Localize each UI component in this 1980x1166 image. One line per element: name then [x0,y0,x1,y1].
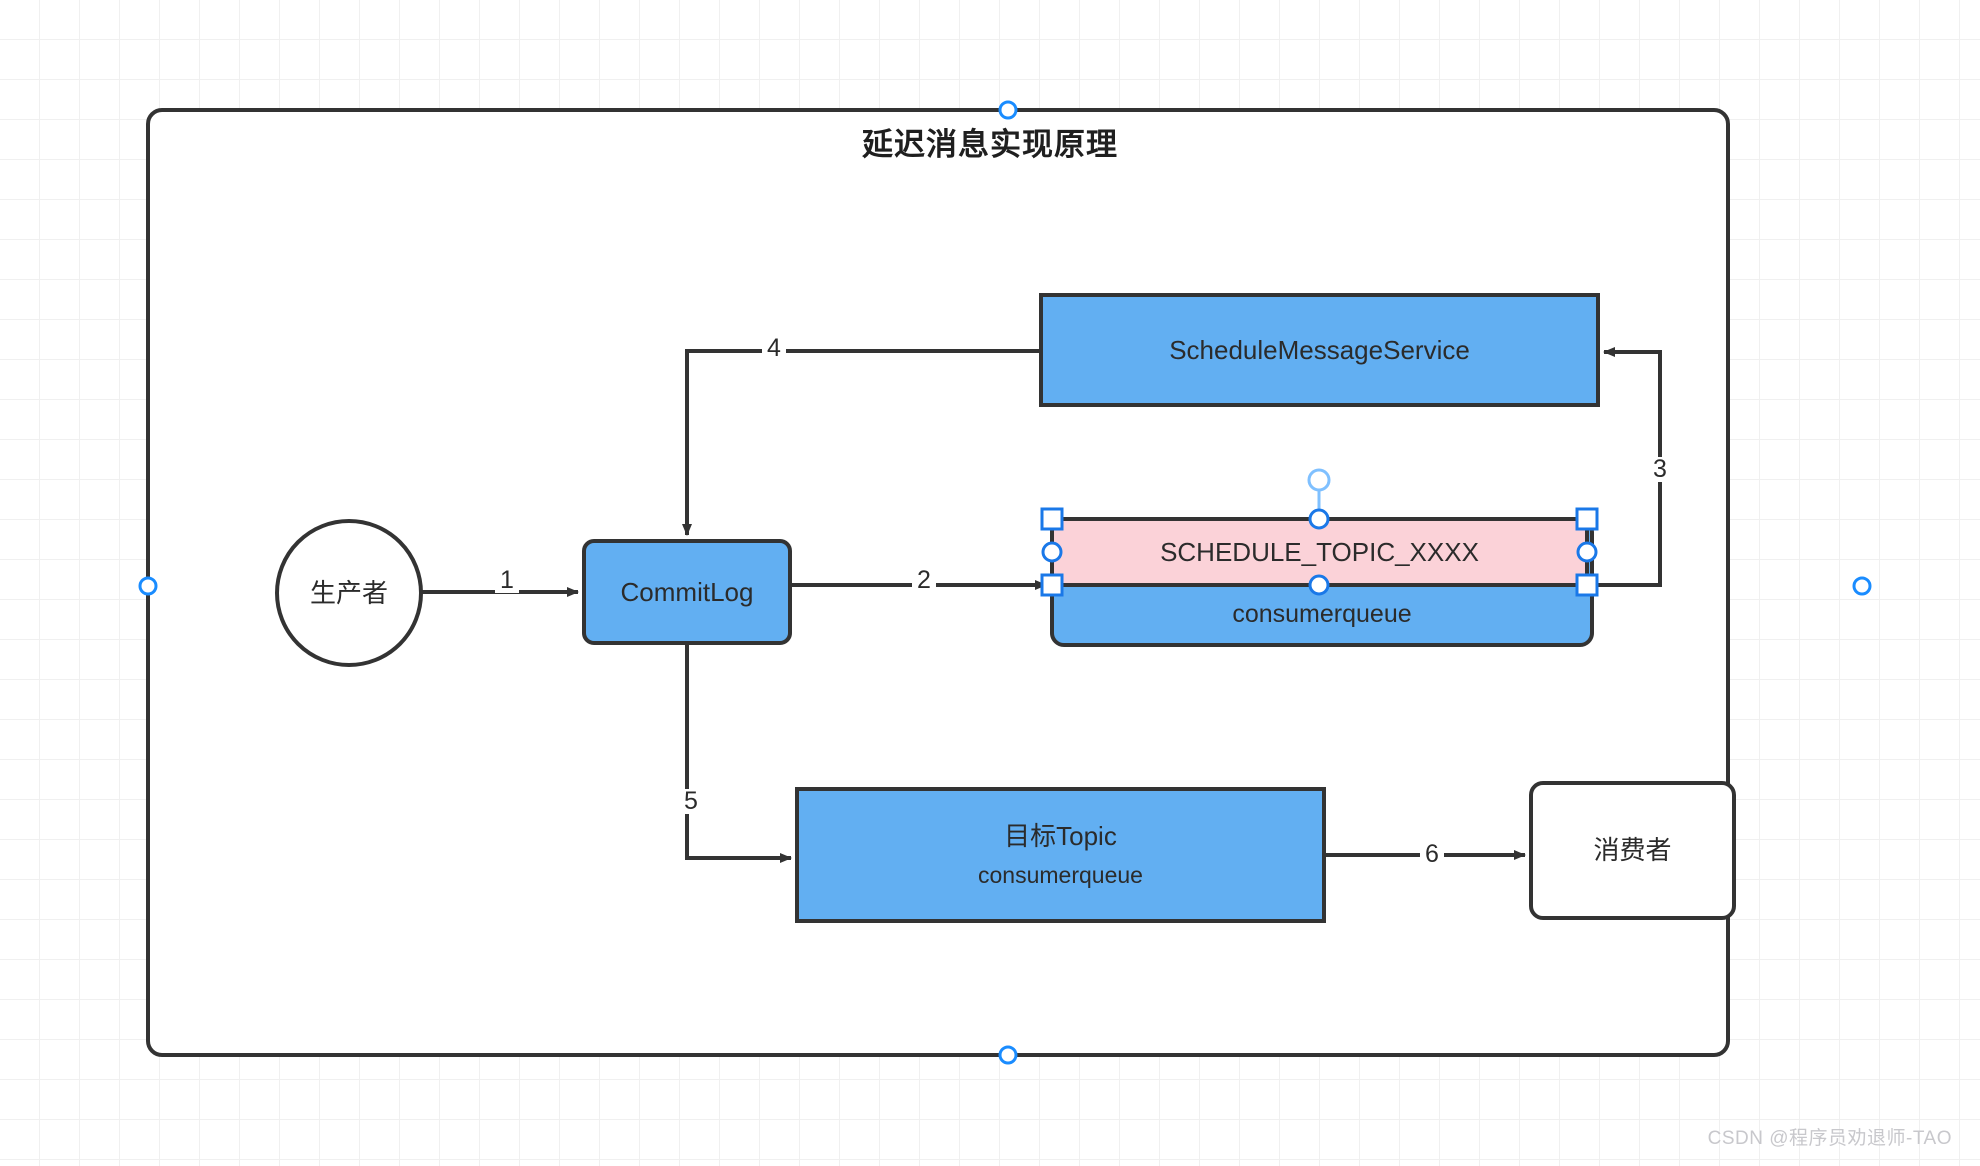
handle-bottom-center[interactable] [1308,574,1330,596]
frame-handle-right[interactable] [1852,576,1872,596]
frame-selection-handles[interactable] [138,100,1872,1065]
target-topic-shape[interactable] [795,787,1326,923]
rotate-handle-icon[interactable] [1307,468,1331,492]
frame-handle-left[interactable] [138,576,158,596]
diagram-title: 延迟消息实现原理 [862,127,1118,162]
producer-shape[interactable] [275,519,423,667]
handle-bottom-right[interactable] [1575,573,1599,597]
frame-handle-top[interactable] [998,100,1018,120]
schedule-message-service-shape[interactable] [1039,293,1600,407]
handle-bottom-left[interactable] [1040,573,1064,597]
csdn-watermark: CSDN @程序员劝退师-TAO [1707,1128,1952,1149]
edge-4-path[interactable] [682,349,1041,536]
handle-middle-left[interactable] [1041,541,1063,563]
handle-top-center[interactable] [1308,508,1330,530]
edge-5-path[interactable] [685,643,792,863]
frame-handle-bottom[interactable] [998,1045,1018,1065]
schedule-topic-shape[interactable] [1050,517,1589,587]
handle-top-right[interactable] [1575,507,1599,531]
handle-top-left[interactable] [1040,507,1064,531]
commitlog-shape[interactable] [582,539,792,645]
schedule-topic-selection-handles[interactable] [1040,468,1599,597]
handle-middle-right[interactable] [1576,541,1598,563]
consumer-shape[interactable] [1529,781,1736,920]
